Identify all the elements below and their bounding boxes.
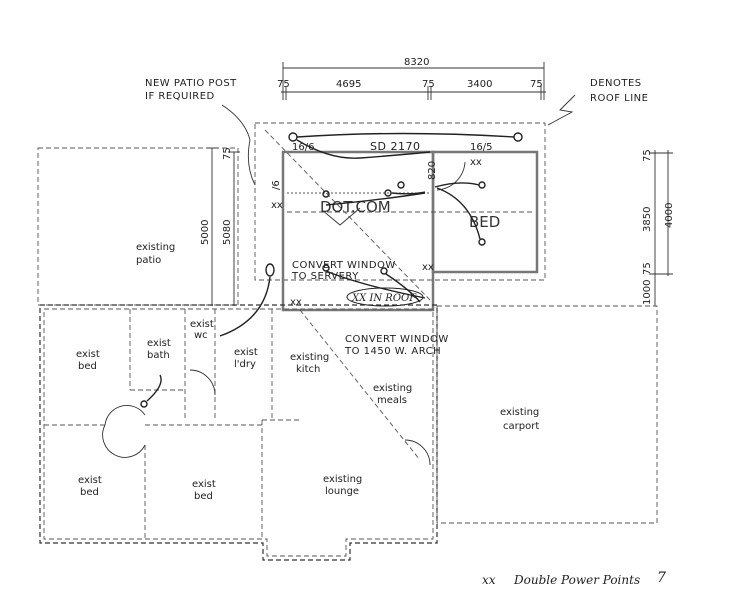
window-16-5: 16/5 xyxy=(470,142,492,153)
room-patio-1: existing xyxy=(136,242,175,253)
room-bed2-b: bed xyxy=(80,487,99,498)
room-bed3-b: bed xyxy=(194,491,213,502)
dim-seg-5: 75 xyxy=(530,79,543,90)
room-ldry-b: l'dry xyxy=(234,359,256,370)
left-dimensions: 5000 5080 75 /6 xyxy=(200,147,282,306)
sliding-door-label: SD 2170 xyxy=(370,140,420,153)
existing-carport xyxy=(436,305,658,524)
dim-seg-4: 3400 xyxy=(467,79,492,90)
dim-right-75-top: 75 xyxy=(642,149,653,162)
note-roof-1: DENOTES xyxy=(590,78,642,89)
room-dotcom: DOT.COM xyxy=(320,198,391,216)
room-ldry-a: exist xyxy=(234,347,258,358)
room-lounge-a: existing xyxy=(323,474,362,485)
room-meals-a: existing xyxy=(373,383,412,394)
room-bed-new: BED xyxy=(469,213,500,231)
leader-patio-post xyxy=(221,104,256,186)
dim-seg-3: 75 xyxy=(422,79,435,90)
note-patio-post-1: NEW PATIO POST xyxy=(145,78,237,89)
room-bath-b: bath xyxy=(147,350,170,361)
room-carport-a: existing xyxy=(500,407,539,418)
dim-seg-2: 4695 xyxy=(336,79,361,90)
note-patio-post-2: IF REQUIRED xyxy=(145,91,215,102)
power-point-marker: xx xyxy=(271,200,283,211)
dim-angle: /6 xyxy=(271,180,282,190)
note-roof-2: ROOF LINE xyxy=(590,93,648,104)
top-dimensions: 8320 75 4695 75 3400 75 xyxy=(277,57,546,100)
room-bed1-b: bed xyxy=(78,361,97,372)
dim-4000: 4000 xyxy=(664,203,675,228)
note-arch-2: TO 1450 W. ARCH xyxy=(344,346,441,357)
room-lounge-b: lounge xyxy=(325,486,359,497)
dim-overall: 8320 xyxy=(404,57,429,68)
dim-1000: 1000 xyxy=(642,280,653,305)
note-arch-1: CONVERT WINDOW xyxy=(345,334,449,345)
window-16-6: 16/6 xyxy=(292,142,314,153)
room-kitch-a: existing xyxy=(290,352,329,363)
legend-count: 7 xyxy=(657,570,666,586)
dim-5000: 5000 xyxy=(200,220,211,245)
dim-left-75: 75 xyxy=(222,147,233,160)
room-kitch-b: kitch xyxy=(296,364,320,375)
room-bed3-a: exist xyxy=(192,479,216,490)
legend: xx Double Power Points 7 xyxy=(482,570,666,587)
note-servery-2: TO SERVERY xyxy=(291,271,359,282)
dim-3850: 3850 xyxy=(642,207,653,232)
room-wc-a: exist xyxy=(190,319,214,330)
power-point-marker: xx xyxy=(290,297,302,308)
room-bed2-a: exist xyxy=(78,475,102,486)
room-bath-a: exist xyxy=(147,338,171,349)
note-servery-1: CONVERT WINDOW xyxy=(292,260,396,271)
legend-label: Double Power Points xyxy=(513,573,640,587)
right-dimensions: 75 3850 75 1000 4000 xyxy=(642,149,675,306)
room-patio-2: patio xyxy=(136,255,161,266)
dim-seg-1: 75 xyxy=(277,79,290,90)
room-meals-b: meals xyxy=(377,395,407,406)
dim-right-75-bottom: 75 xyxy=(642,262,653,275)
power-point-marker: xx xyxy=(422,262,434,273)
room-carport-b: carport xyxy=(503,421,539,432)
note-in-roof: XX IN ROOF xyxy=(351,293,417,304)
legend-symbol: xx xyxy=(482,573,496,587)
dim-5080: 5080 xyxy=(222,220,233,245)
roof-line xyxy=(254,122,546,281)
existing-house: exist bed exist bath exist wc exist l'dr… xyxy=(39,304,449,561)
door-820: 820 xyxy=(427,161,438,180)
room-bed1-a: exist xyxy=(76,349,100,360)
room-wc-b: wc xyxy=(194,330,208,341)
new-extension: 16/6 SD 2170 16/5 820 DOT.COM BED CONVER… xyxy=(219,129,539,337)
leader-roof-line xyxy=(547,94,576,126)
power-point-marker: xx xyxy=(470,157,482,168)
